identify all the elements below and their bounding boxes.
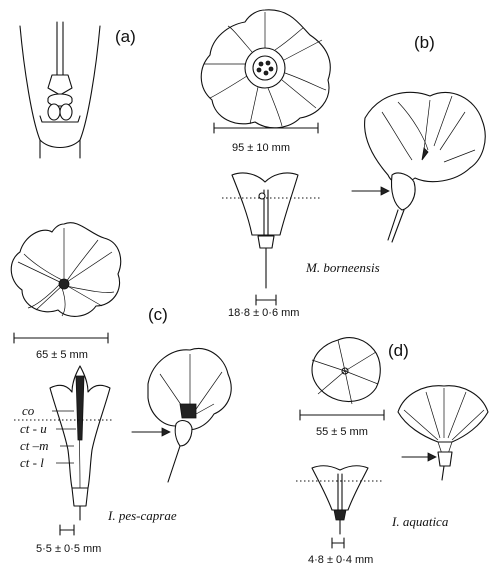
panel-c-label: (c) <box>148 305 168 324</box>
arrow-d <box>401 452 437 462</box>
flower-diameter-c: 65 ± 5 mm <box>36 349 88 361</box>
flower-c-top-view <box>10 222 122 317</box>
scale-bar-c-flower <box>13 332 109 344</box>
flower-d-section <box>296 465 384 535</box>
parts-labels-c: co ct - u ct –m ct - l <box>20 403 76 470</box>
scale-bar-b-tube <box>255 294 277 306</box>
flower-b-section <box>222 172 320 289</box>
flower-c-side-view <box>147 348 232 483</box>
part-label-ct-m: ct –m <box>20 438 49 453</box>
panel-b-label: (b) <box>414 33 435 52</box>
panel-d-label: (d) <box>388 341 409 360</box>
arrow-b <box>351 186 390 196</box>
corolla-base-section <box>19 21 101 159</box>
scale-bar-b-flower <box>213 122 319 134</box>
part-label-ct-u: ct - u <box>20 421 47 436</box>
species-d: I. aquatica <box>391 514 449 529</box>
flower-diameter-d: 55 ± 5 mm <box>316 426 368 438</box>
flower-b-top-view <box>200 9 331 129</box>
scale-bar-c-tube <box>59 524 75 536</box>
panel-a: (a) <box>19 21 136 159</box>
arrow-c <box>131 427 171 437</box>
species-c: I. pes-caprae <box>107 508 177 523</box>
flower-d-side-view <box>397 385 489 481</box>
panel-a-label: (a) <box>115 27 136 46</box>
flower-d-top-view <box>311 337 381 405</box>
scale-bar-d-flower <box>299 409 385 421</box>
part-label-ct-l: ct - l <box>20 455 44 470</box>
scale-bar-d-tube <box>331 537 345 549</box>
panel-c: (c) 65 ± 5 mm co ct - u ct –m ct - l <box>10 222 232 555</box>
flower-diameter-b: 95 ± 10 mm <box>232 142 290 154</box>
flower-c-section <box>14 365 112 521</box>
species-b: M. borneensis <box>305 260 380 275</box>
flower-b-side-view <box>364 91 486 243</box>
panel-b: (b) 95 ± 10 mm <box>200 9 486 319</box>
part-label-co: co <box>22 403 35 418</box>
tube-length-c: 5·5 ± 0·5 mm <box>36 543 101 555</box>
panel-d: (d) 55 ± 5 mm 4·8 ± 0·4 mm I. aquatica <box>296 337 489 566</box>
tube-length-b: 18·8 ± 0·6 mm <box>228 307 299 319</box>
tube-length-d: 4·8 ± 0·4 mm <box>308 554 373 566</box>
